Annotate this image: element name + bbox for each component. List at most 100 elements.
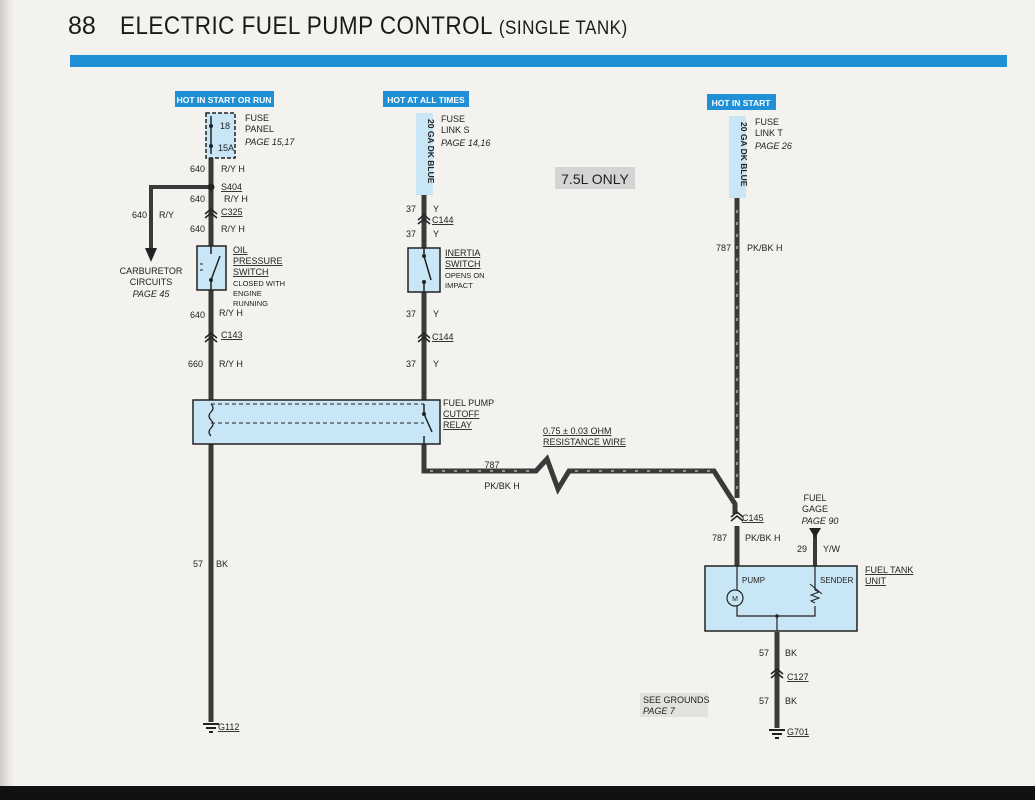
power-label-start: HOT IN START (707, 94, 776, 110)
wire-number: 787 (716, 243, 731, 253)
svg-text:FUSE: FUSE (245, 113, 269, 123)
svg-text:HOT IN START OR RUN: HOT IN START OR RUN (177, 95, 272, 105)
wire-color: PK/BK H (747, 243, 783, 253)
wire-number: 57 (759, 696, 769, 706)
svg-text:PAGE 7: PAGE 7 (643, 706, 676, 716)
svg-text:OIL: OIL (233, 245, 248, 255)
svg-text:RUNNING: RUNNING (233, 299, 268, 308)
svg-text:15A: 15A (218, 143, 234, 153)
svg-text:PUMP: PUMP (742, 576, 765, 585)
svg-text:18: 18 (220, 121, 230, 131)
wire-color: R/Y (159, 210, 174, 220)
svg-text:PAGE 14,16: PAGE 14,16 (441, 138, 490, 148)
see-grounds-note: SEE GROUNDS PAGE 7 (640, 693, 710, 717)
svg-text:PAGE 45: PAGE 45 (133, 289, 171, 299)
wire-color: PK/BK H (745, 533, 781, 543)
connector-c325: C325 (221, 207, 243, 217)
wire-number: 660 (188, 359, 203, 369)
wire-number: 37 (406, 359, 416, 369)
connector-glyphs (204, 208, 784, 679)
engine-note-badge: 7.5L ONLY (555, 167, 635, 189)
svg-text:INERTIA: INERTIA (445, 248, 480, 258)
wire-number: 640 (190, 164, 205, 174)
svg-text:CUTOFF: CUTOFF (443, 409, 480, 419)
carburetor-circuits: CARBURETOR CIRCUITS PAGE 45 (120, 248, 183, 299)
svg-text:IMPACT: IMPACT (445, 281, 473, 290)
wire-number: 640 (190, 310, 205, 320)
page-binding-edge (0, 0, 14, 800)
wire-color: PK/BK H (484, 481, 520, 491)
wire-color: Y/W (823, 544, 841, 554)
svg-text:G701: G701 (787, 727, 809, 737)
connector-labels: S404 C325 C143 C144 C144 C145 C127 (221, 182, 809, 682)
ground-g701: G701 (769, 727, 809, 739)
wire-number: 37 (406, 229, 416, 239)
wire-number: 787 (484, 460, 499, 470)
svg-text:PANEL: PANEL (245, 124, 274, 134)
wire-number: 787 (712, 533, 727, 543)
svg-text:20 GA DK BLUE: 20 GA DK BLUE (426, 119, 436, 184)
svg-text:SWITCH: SWITCH (445, 259, 481, 269)
connector-s404: S404 (221, 182, 242, 192)
wire-number: 640 (190, 194, 205, 204)
connector-c143: C143 (221, 330, 243, 340)
fuse-panel: 18 15A FUSE PANEL PAGE 15,17 (205, 112, 295, 159)
wire-number: 640 (190, 224, 205, 234)
fuel-tank-unit: M PUMP SENDER FUEL TANK UNIT (704, 565, 913, 632)
wire-color: Y (433, 359, 439, 369)
wire-color: Y (433, 204, 439, 214)
splice-s404-dot (207, 183, 215, 191)
wire-color: R/Y H (224, 194, 248, 204)
svg-text:RESISTANCE WIRE: RESISTANCE WIRE (543, 437, 626, 447)
svg-text:PRESSURE: PRESSURE (233, 256, 283, 266)
page-number: 88 (68, 12, 96, 40)
wire-number: 37 (406, 309, 416, 319)
fuel-pump-cutoff-relay: FUEL PUMP CUTOFF RELAY (192, 398, 494, 445)
svg-text:M: M (732, 596, 738, 603)
svg-text:GAGE: GAGE (802, 504, 828, 514)
wire-640-branch (149, 185, 211, 248)
title-main: ELECTRIC FUEL PUMP CONTROL (120, 12, 493, 40)
wire-color: R/Y H (221, 224, 245, 234)
wire-color: BK (785, 696, 797, 706)
fuel-gage: FUEL GAGE PAGE 90 (802, 493, 839, 538)
connector-c127: C127 (787, 672, 809, 682)
wire-color: BK (785, 648, 797, 658)
connector-c144-bottom: C144 (432, 332, 454, 342)
svg-text:SENDER: SENDER (820, 576, 854, 585)
svg-text:HOT IN START: HOT IN START (712, 98, 772, 108)
wire-color: Y (433, 229, 439, 239)
oil-pressure-switch: OIL PRESSURE SWITCH CLOSED WITH ENGINE R… (196, 245, 285, 308)
svg-text:PAGE 90: PAGE 90 (802, 516, 839, 526)
svg-text:FUSE: FUSE (441, 114, 465, 124)
header-rule (70, 55, 1007, 67)
wire-number: 37 (406, 204, 416, 214)
svg-text:FUSE: FUSE (755, 117, 779, 127)
svg-text:LINK S: LINK S (441, 125, 470, 135)
svg-text:OPENS ON: OPENS ON (445, 271, 485, 280)
wire-number: 57 (193, 559, 203, 569)
fuse-link-s: 20 GA DK BLUE FUSE LINK S PAGE 14,16 (416, 113, 490, 195)
svg-text:20 GA DK BLUE: 20 GA DK BLUE (739, 122, 749, 187)
svg-text:7.5L ONLY: 7.5L ONLY (561, 171, 629, 187)
svg-text:CLOSED WITH: CLOSED WITH (233, 279, 285, 288)
svg-text:G112: G112 (218, 722, 239, 732)
wire-color: R/Y H (219, 308, 243, 318)
inertia-switch: INERTIA SWITCH OPENS ON IMPACT (407, 247, 485, 293)
svg-text:SWITCH: SWITCH (233, 267, 269, 277)
wire-787-resistance (421, 444, 738, 514)
svg-text:0.75 ± 0.03 OHM: 0.75 ± 0.03 OHM (543, 426, 611, 436)
page-title: ELECTRIC FUEL PUMP CONTROL (SINGLE TANK) (120, 12, 628, 41)
svg-text:LINK T: LINK T (755, 128, 783, 138)
svg-text:CIRCUITS: CIRCUITS (130, 277, 173, 287)
svg-text:RELAY: RELAY (443, 420, 472, 430)
wire-color: Y (433, 309, 439, 319)
wire-color: R/Y H (219, 359, 243, 369)
wire-color: R/Y H (221, 164, 245, 174)
wire-color: BK (216, 559, 228, 569)
wire-number: 29 (797, 544, 807, 554)
power-label-all-times: HOT AT ALL TIMES (383, 91, 469, 107)
fuse-link-t: 20 GA DK BLUE FUSE LINK T PAGE 26 (729, 116, 792, 198)
